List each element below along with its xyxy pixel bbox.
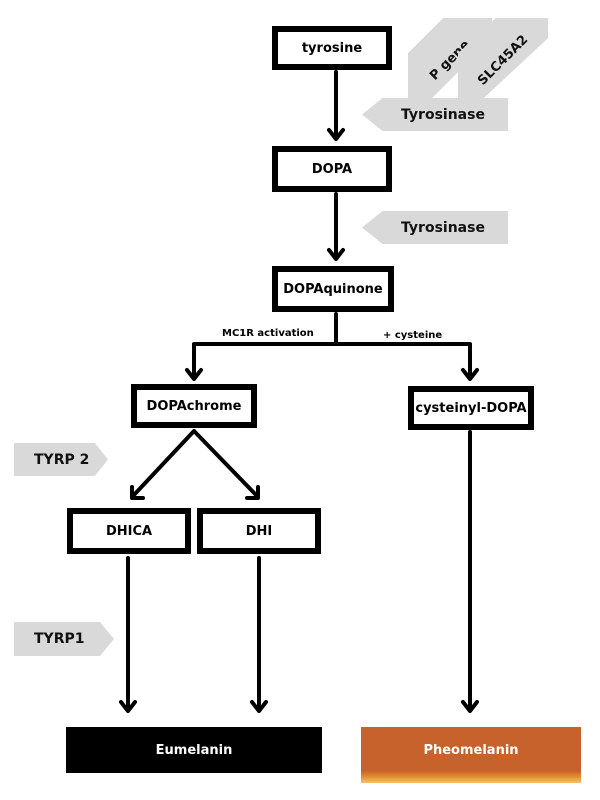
node-tyrosine-label: tyrosine — [301, 40, 363, 56]
arrow-branch-cysteinyl — [334, 342, 472, 380]
node-cysteinyl-dopa: cysteinyl-DOPA — [408, 386, 534, 430]
node-dopachrome: DOPAchrome — [131, 384, 257, 428]
tag-tyrosinase-1-label: Tyrosinase — [401, 106, 485, 123]
node-dhi: DHI — [197, 508, 321, 554]
edge-label-mc1r: MC1R activation — [222, 328, 314, 339]
node-dopaquinone: DOPAquinone — [272, 266, 394, 312]
arrow-dopachrome-dhica — [130, 429, 196, 499]
arrow-dopachrome-dhi — [192, 429, 260, 499]
tag-tyrosinase-2-label: Tyrosinase — [401, 219, 485, 236]
product-pheomelanin-label: Pheomelanin — [423, 742, 519, 758]
arrowhead-pheomelanin — [461, 700, 479, 713]
node-cysteinyl-dopa-label: cysteinyl-DOPA — [415, 400, 527, 416]
node-dhica-label: DHICA — [105, 523, 153, 539]
node-dopachrome-label: DOPAchrome — [146, 398, 242, 414]
arrowhead-dhica — [130, 485, 145, 500]
tag-tyrp2: TYRP 2 — [14, 443, 108, 476]
tag-tyrp1: TYRP1 — [14, 622, 114, 656]
arrowhead-cysteinyl — [461, 368, 479, 381]
product-eumelanin-label: Eumelanin — [155, 742, 233, 758]
arrowhead-dhica-eumelanin — [119, 700, 137, 713]
node-tyrosine: tyrosine — [272, 26, 392, 70]
arrow-branch-dopachrome — [192, 342, 338, 380]
arrowhead-dhi-eumelanin — [250, 700, 268, 713]
node-dopaquinone-label: DOPAquinone — [283, 281, 383, 297]
arrowhead-dopa-dopaquinone — [327, 248, 345, 261]
node-dhica: DHICA — [67, 508, 191, 554]
arrowhead-tyrosine-dopa — [327, 128, 345, 141]
edge-label-cysteine: + cysteine — [383, 330, 443, 341]
node-dhi-label: DHI — [245, 523, 273, 539]
tag-tyrp2-label: TYRP 2 — [34, 451, 90, 468]
node-dopa-label: DOPA — [311, 161, 353, 177]
arrowhead-dhi — [245, 485, 260, 500]
arrowhead-dopachrome — [185, 368, 203, 381]
tag-tyrp1-label: TYRP1 — [34, 631, 85, 647]
tag-tyrosinase-2: Tyrosinase — [362, 211, 508, 244]
tag-tyrosinase-1: Tyrosinase — [362, 98, 508, 131]
product-eumelanin: Eumelanin — [66, 727, 322, 773]
product-pheomelanin: Pheomelanin — [361, 727, 581, 783]
node-dopa: DOPA — [272, 146, 392, 192]
